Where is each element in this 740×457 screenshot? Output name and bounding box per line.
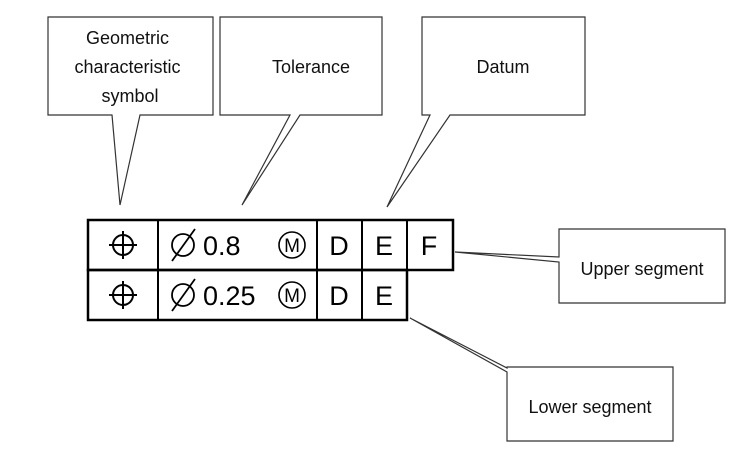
callout-symbol-box: [47, 16, 214, 206]
upper-outline: [86, 218, 455, 272]
callout-upper: Upper segment: [454, 228, 726, 304]
callout-symbol-line-2: characteristic: [74, 57, 180, 77]
callout-lower-label: Lower segment: [528, 397, 651, 417]
callout-tolerance: Tolerance: [219, 16, 383, 206]
callout-datum-label: Datum: [476, 57, 529, 77]
callout-symbol-line-3: symbol: [101, 86, 158, 106]
lower-datum-secondary: E: [375, 281, 393, 311]
callout-datum: Datum: [386, 16, 586, 208]
lower-modifier-letter: M: [284, 286, 300, 307]
callout-lower: Lower segment: [409, 317, 674, 442]
callout-datum-box: [386, 16, 586, 208]
upper-tolerance-value: 0.8: [203, 231, 241, 261]
callout-symbol: Geometric characteristic symbol: [47, 16, 214, 206]
upper-datum-tertiary: F: [421, 231, 438, 261]
feature-control-frame: 0.8 M D E F 0.25: [86, 218, 455, 322]
callout-tolerance-box: [219, 16, 383, 206]
diameter-symbol-icon: [171, 278, 196, 312]
position-symbol-icon: [109, 281, 137, 309]
frame-upper-segment: 0.8 M D E F: [86, 218, 455, 272]
diameter-symbol-icon: [171, 228, 196, 262]
lower-tolerance-value: 0.25: [203, 281, 256, 311]
mmc-modifier-icon: M: [278, 231, 306, 259]
lower-datum-primary: D: [329, 281, 349, 311]
callout-tolerance-label: Tolerance: [272, 57, 350, 77]
callout-lower-box: [409, 317, 674, 442]
mmc-modifier-icon: M: [278, 281, 306, 309]
frame-lower-segment: 0.25 M D E: [86, 268, 409, 322]
upper-datum-primary: D: [329, 231, 349, 261]
lower-outline: [86, 268, 409, 322]
upper-modifier-letter: M: [284, 236, 300, 257]
callout-upper-label: Upper segment: [580, 259, 703, 279]
callout-upper-box: [454, 228, 726, 304]
callout-symbol-line-1: Geometric: [86, 28, 169, 48]
upper-datum-secondary: E: [375, 231, 393, 261]
position-symbol-icon: [109, 231, 137, 259]
svg-text:Geometric characteristic: Geometric characteristic symbol: [74, 28, 185, 106]
